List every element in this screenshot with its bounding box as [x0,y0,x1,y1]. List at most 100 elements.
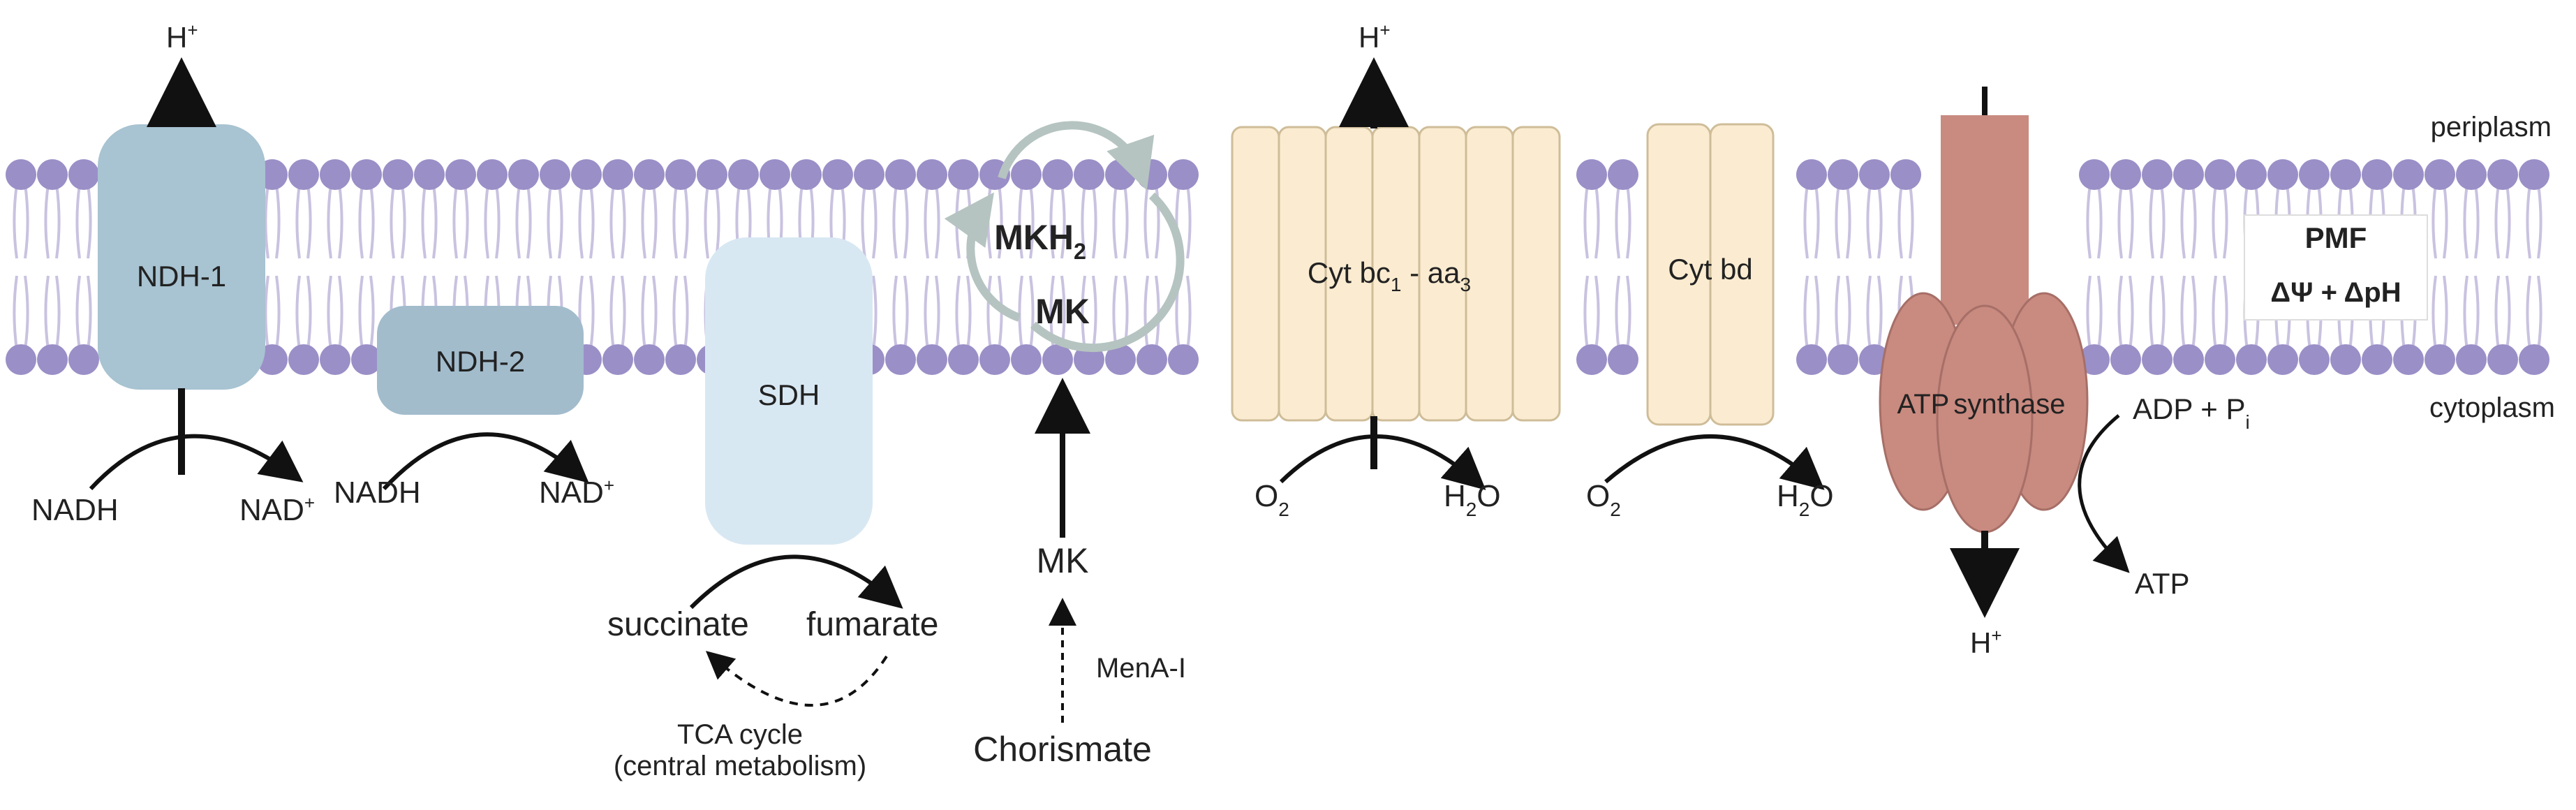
lipid-tail [401,184,406,259]
lipid-tail [44,275,50,351]
lipid-head [508,159,539,190]
lipid-tail [2180,184,2186,259]
lipid-tail [1846,275,1851,351]
lipid-tail [1594,184,1600,259]
lipid-head [2079,344,2110,375]
pmf-formula: ΔΨ + ΔpH [2270,277,2401,308]
lipid-tail [2463,275,2468,351]
lipid-head [1011,344,1042,375]
lipid-tail [892,275,898,351]
lipid-tail [1626,275,1631,351]
lipid-head [2519,344,2549,375]
lipid-tail [1835,184,1840,259]
lipid-head [2362,159,2392,190]
atp-synthase-h-plus-label: H+ [1970,625,2002,659]
lipid-tail [1814,275,1820,351]
lipid-tail [13,275,18,351]
lipid-tail [589,184,595,259]
lipid-tail [1583,275,1589,351]
lipid-tail [2443,275,2448,351]
ndh1-body [98,124,265,390]
lipid-head [634,344,665,375]
cyt-bc1-o2-label: O2 [1254,479,1289,520]
lipid-head [1105,344,1136,375]
lipid-head [885,344,916,375]
lipid-head [2393,344,2424,375]
lipid-head [1168,344,1199,375]
lipid-tail [2117,184,2123,259]
lipid-tail [872,184,878,259]
lipid-head [2393,159,2424,190]
lipid-head [540,159,570,190]
ndh1-nad-label: NAD+ [239,492,315,527]
lipid-tail [589,275,595,351]
lipid-tail [1123,184,1129,259]
lipid-head [2205,344,2235,375]
lipid-tail [578,184,584,259]
lipid-tail [275,275,281,351]
lipid-tail [421,184,427,259]
chorismate-label: Chorismate [973,730,1152,769]
lipid-tail [2191,275,2197,351]
lipid-head [6,159,36,190]
lipid-tail [2149,184,2154,259]
lipid-tail [2537,184,2542,259]
lipid-head [2487,344,2518,375]
lipid-tail [2223,184,2228,259]
mena-label: MenA-I [1096,653,1186,684]
lipid-tail [892,184,898,259]
lipid-tail [2537,275,2542,351]
lipid-tail [327,275,332,351]
lipid-head [351,159,382,190]
lipid-tail [621,184,626,259]
lipid-head [6,344,36,375]
lipid-tail [306,184,312,259]
ndh1-h-plus-label: H+ [166,20,198,54]
lipid-tail [264,275,269,351]
lipid-head [571,159,602,190]
lipid-tail [1909,184,1914,259]
ndh2-nad-label: NAD+ [539,475,614,510]
lipid-head [414,159,445,190]
lipid-tail [1143,275,1149,351]
lipid-tail [986,275,992,351]
cyt-bd-o2-label: O2 [1586,479,1621,520]
sdh-reaction-arrow [689,554,903,610]
lipid-tail [24,184,29,259]
lipid-tail [558,184,563,259]
lipid-tail [2086,184,2092,259]
lipid-head [1074,159,1104,190]
ndh2-body [377,306,584,415]
ndh2-complex: NDH-2 [377,306,584,415]
lipid-tail [652,184,658,259]
lipid-tail [2117,275,2123,351]
lipid-tail [1846,184,1851,259]
lipid-head [728,159,759,190]
lipid-head [2267,159,2298,190]
lipid-tail [641,184,646,259]
lipid-tail [872,275,878,351]
lipid-tail [1112,184,1118,259]
lipid-head [383,159,413,190]
lipid-head [1105,159,1136,190]
lipid-tail [621,275,626,351]
lipid-tail [2223,275,2228,351]
atp-synthase-stalk [1941,115,2029,325]
lipid-head [1576,159,1607,190]
pmf-box: PMF ΔΨ + ΔpH [2244,214,2428,321]
lipid-head [2425,344,2455,375]
lipid-tail [2212,184,2217,259]
lipid-tail [1615,275,1620,351]
lipid-tail [1092,275,1097,351]
periplasm-label: periplasm [2431,112,2552,142]
lipid-tail [2129,184,2134,259]
cyt-bc1-aa3-strip [1465,126,1514,422]
lipid-tail [1081,275,1086,351]
lipid-head [320,159,350,190]
lipid-head [320,344,350,375]
cyt-bc1-h2o-label: H2O [1444,479,1501,520]
lipid-head [2236,344,2267,375]
lipid-tail [306,275,312,351]
central-metabolism-label: (central metabolism) [614,751,866,781]
lipid-tail [935,275,940,351]
